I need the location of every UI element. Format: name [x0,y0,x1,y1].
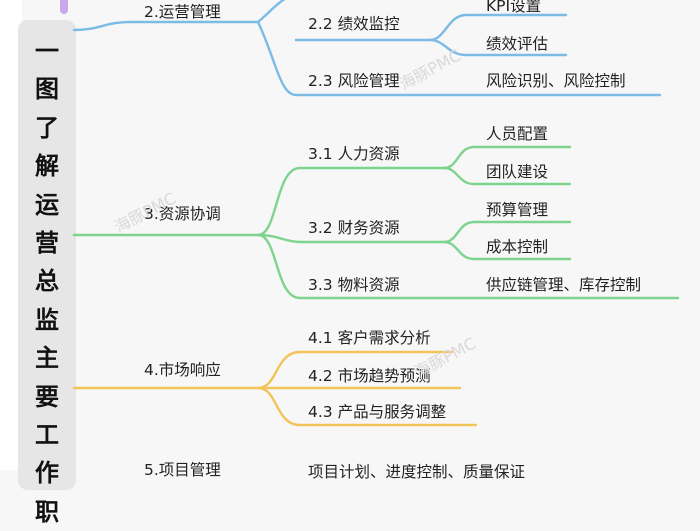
leaf-line [442,240,572,261]
accent-bar [60,0,68,14]
leaf-kpi: KPI设置 [486,0,542,15]
title-char: 营 [35,228,59,257]
leaf-line [428,13,568,42]
title-char: 监 [35,305,59,334]
branch-label-projects: 5.项目管理 [144,461,221,479]
branch-curve [256,0,286,24]
title-char: 工 [35,420,59,449]
node-line [256,350,454,390]
node-line [256,386,478,427]
node-line [256,166,446,237]
node-4-2: 4.2 市场趋势预测 [308,367,431,385]
leaf-team-building: 团队建设 [486,163,549,181]
title-char: 图 [35,75,59,104]
mindmap-canvas: 一图了解运营总监主要工作职 2.运营管理 2.2 绩效监控 KPI设置 绩效评估… [0,0,680,526]
leaf-staffing: 人员配置 [486,125,549,143]
node-line [256,20,448,97]
leaf-line [428,38,568,57]
leaf-cost: 成本控制 [486,238,549,256]
node-3-2: 3.2 财务资源 [308,219,400,237]
leaf-budget: 预算管理 [486,201,549,219]
left-band [0,0,22,470]
title-char: 一 [35,37,59,65]
node-line [256,233,680,300]
title-char: 主 [35,344,59,373]
node-2-2: 2.2 绩效监控 [308,15,400,33]
node-4-3: 4.3 产品与服务调整 [308,403,447,421]
connector-lines [72,0,680,427]
branch-label-resources: 3.资源协调 [144,205,221,223]
branch-line [72,20,260,32]
leaf-line [442,166,572,186]
leaf-risk: 风险识别、风险控制 [486,72,626,90]
node-3-1: 3.1 人力资源 [308,145,400,163]
node-line [256,233,446,244]
title-char: 了 [35,113,59,142]
branch-label-operations: 2.运营管理 [144,3,221,21]
branch-label-market: 4.市场响应 [144,361,221,379]
title-char: 运 [35,190,59,219]
title-char: 总 [35,267,59,296]
title-char: 职 [35,497,59,526]
node-2-3: 2.3 风险管理 [308,72,400,90]
node-5-1: 项目计划、进度控制、质量保证 [308,463,526,481]
node-3-3: 3.3 物料资源 [308,276,400,294]
title-char: 解 [35,152,59,181]
leaf-supply-chain: 供应链管理、库存控制 [486,276,642,294]
leaf-performance-eval: 绩效评估 [486,35,549,53]
node-4-1: 4.1 客户需求分析 [308,329,431,347]
title-char: 要 [35,382,59,411]
